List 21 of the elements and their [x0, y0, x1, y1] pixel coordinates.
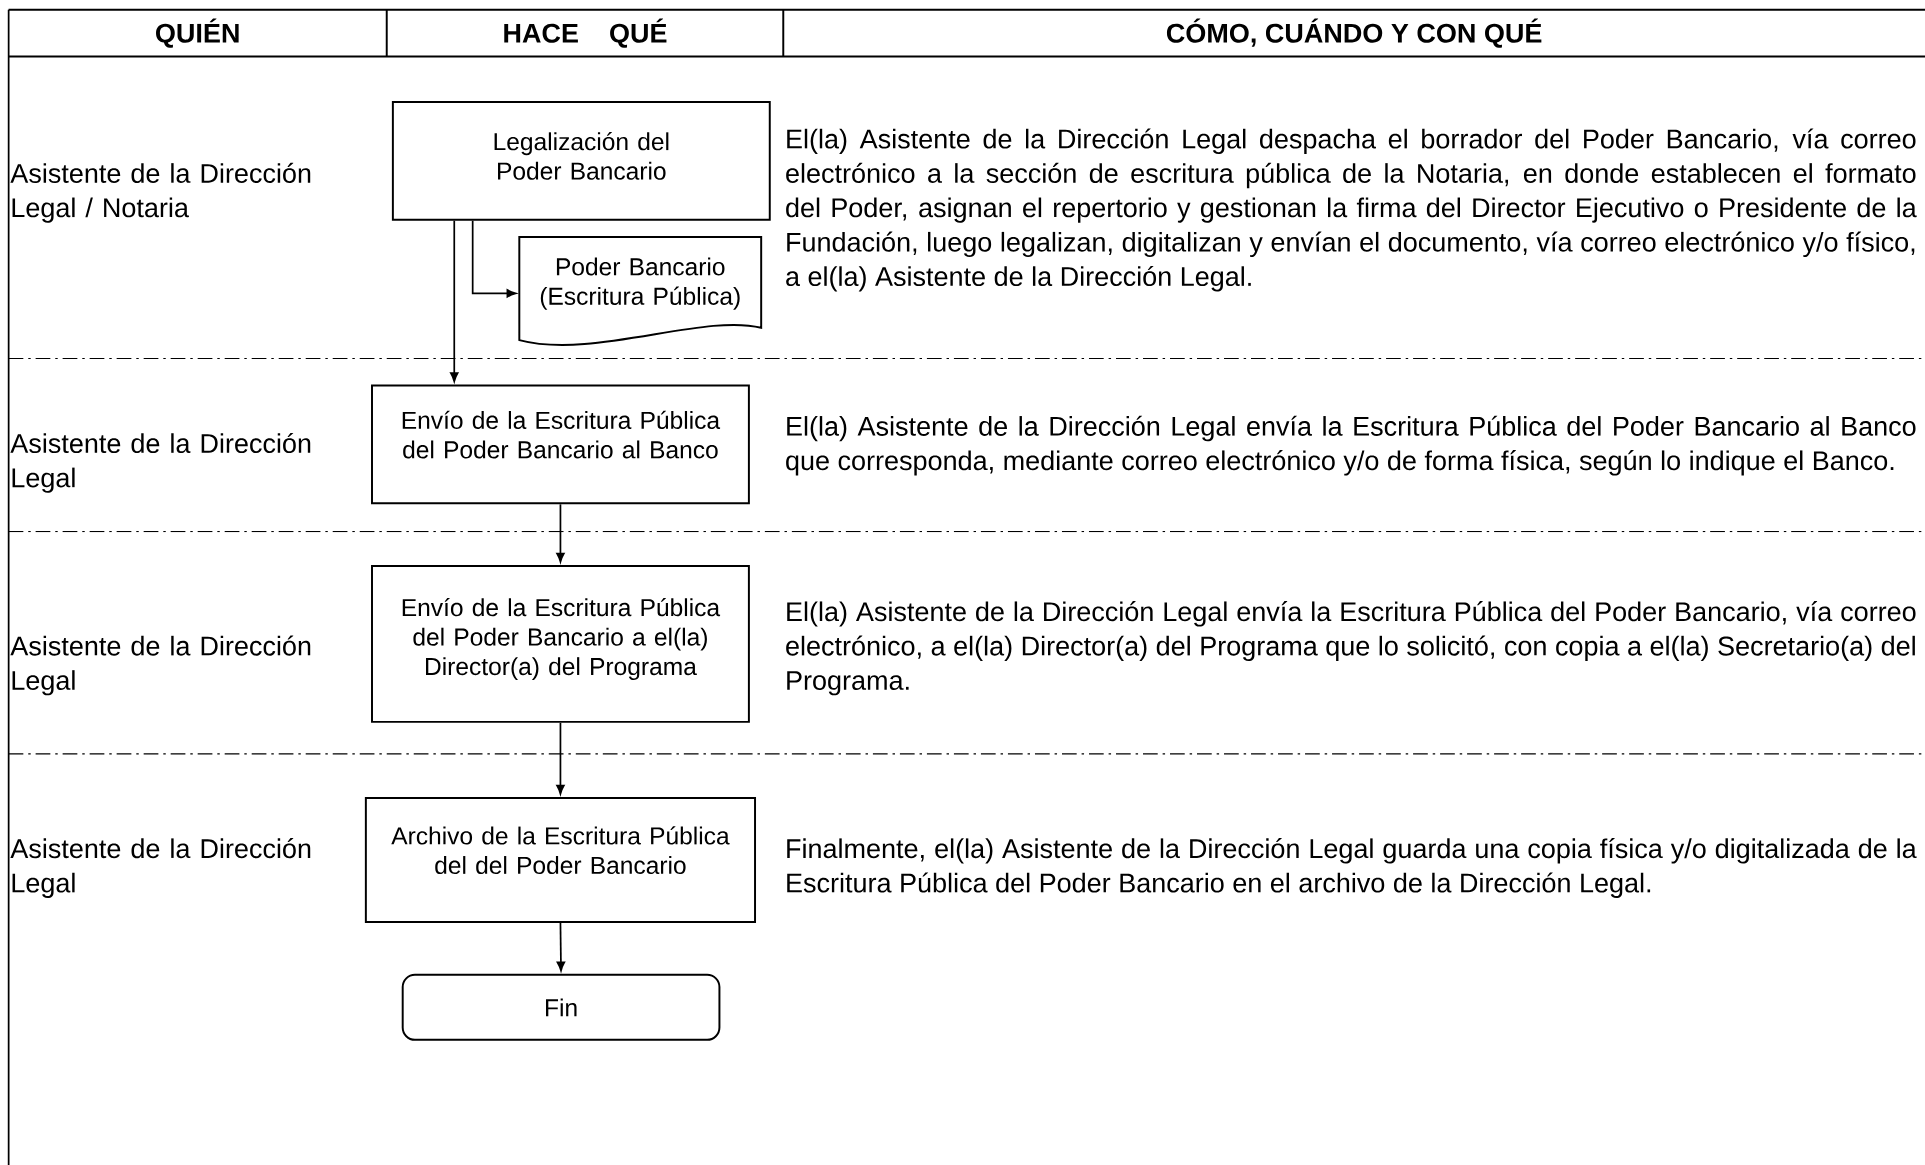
role-text: Asistente de la Dirección Legal: [10, 635, 311, 696]
header-text: CÓMO, CUÁNDO Y CON QUÉ: [1166, 18, 1542, 48]
arrow: [471, 219, 517, 298]
role-text: Asistente de la Dirección Legal: [10, 838, 311, 898]
arrow: [450, 219, 459, 382]
description-text: El(la) Asistente de la Dirección Legal envía la Escritura Pública del Poder Bancario, vía correo electrónico, a el(la) Director(a) del Programa que lo solicitó, con copia a el(la) Secretario(a) del Programa.: [786, 601, 1916, 696]
process-box: Envío de la Escritura Pública del Poder Bancario a el(la) Director(a) del Programa: [371, 564, 750, 723]
process-box: Archivo de la Escritura Pública del del Poder Bancario: [364, 797, 756, 923]
description-text: Finalmente, el(la) Asistente de la Dirección Legal guarda una copia física y/o digitalizada de la Escritura Pública del Poder Bancario en el archivo de la Dirección Legal.: [787, 838, 1917, 898]
header-text: QUIÉN: [156, 18, 239, 48]
description-text: El(la) Asistente de la Dirección Legal envía la Escritura Pública del Poder Bancario al Banco que corresponda, mediante correo electrónico y/o de forma física, según lo indique el Banco.: [786, 415, 1916, 476]
process-box: Envío de la Escritura Pública del Poder Bancario al Banco: [371, 384, 750, 505]
process-box: Legalización del Poder Bancario: [391, 100, 771, 221]
terminator-box: Fin: [401, 973, 721, 1041]
header-text: HACE QUÉ: [504, 18, 667, 48]
role-text: Asistente de la Dirección Legal: [10, 432, 311, 493]
description-text: El(la) Asistente de la Dirección Legal despacha el borrador del Poder Bancario, vía correo electrónico a la sección de escritura pública de la Notaria, en donde establecen el formato del Poder, asignan el repertorio y gestionan la firma del Director Ejecutivo o Presidente de la Fundación, luego legalizan, digitalizan y envían el documento, vía correo electrónico y/o físico, a el(la) Asistente de la Dirección Legal.: [786, 128, 1917, 292]
role-text: Asistente de la Dirección Legal / Notaria: [10, 162, 311, 223]
arrow: [556, 722, 565, 795]
arrow: [556, 922, 566, 972]
arrow: [556, 503, 565, 563]
